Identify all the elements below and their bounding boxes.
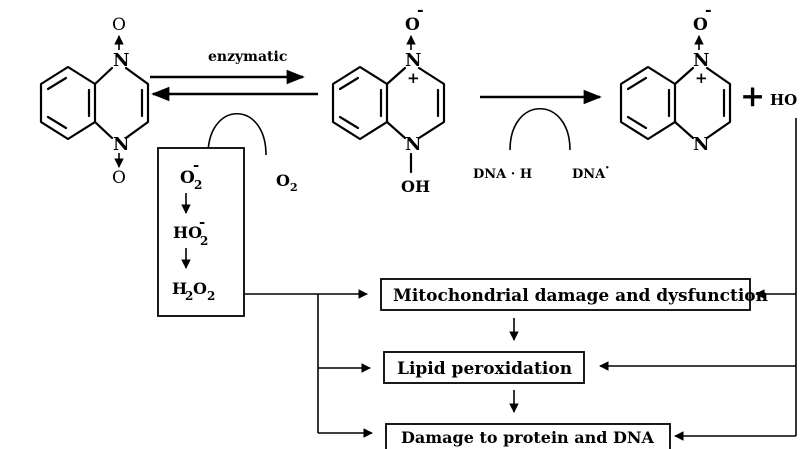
- dna-radical-label: DNA: [572, 167, 606, 182]
- oxygen-label: O: [112, 168, 126, 188]
- superoxide-label: O: [180, 168, 195, 188]
- nitrogen-label: N: [113, 134, 129, 155]
- molecule-quinoxaline-dioxide: N N O O: [39, 15, 150, 188]
- negative-charge: -: [705, 0, 712, 19]
- hydroperoxyl-charge: -: [199, 213, 205, 231]
- oxygen-label: O: [276, 171, 290, 190]
- peroxide-o: O: [193, 279, 207, 298]
- benzene-ring-2: [331, 65, 389, 141]
- lipid-peroxidation-label: Lipid peroxidation: [397, 359, 572, 379]
- superoxide-subscript: 2: [194, 178, 202, 192]
- nitrogen-label: N: [405, 134, 421, 155]
- double-bond: [338, 115, 360, 130]
- damage-cascade: Mitochondrial damage and dysfunction Lip…: [380, 278, 768, 449]
- dna-h-label: DNA · H: [473, 167, 532, 182]
- molecule-radical-intermediate: N + N O - OH: [331, 0, 446, 196]
- negative-charge: -: [417, 0, 424, 19]
- molecule-quinoxaline-monoxide: N + N O -: [619, 0, 732, 155]
- oxygen-subscript: 2: [290, 181, 298, 194]
- double-bond: [46, 115, 68, 130]
- positive-charge: +: [695, 69, 708, 87]
- oxygen-label: O: [112, 15, 126, 35]
- hydroxyl-radical-label: HO: [770, 91, 797, 109]
- mitochondrial-damage-label: Mitochondrial damage and dysfunction: [393, 286, 768, 306]
- nitrogen-label: N: [405, 50, 421, 71]
- protein-dna-damage-label: Damage to protein and DNA: [401, 428, 655, 447]
- superoxide-charge: -: [193, 156, 199, 174]
- oxygen-label: O: [693, 15, 708, 35]
- ros-box-frame: [157, 147, 245, 317]
- double-bond: [626, 115, 648, 130]
- peroxide-o-subscript: 2: [207, 289, 215, 303]
- hydroperoxyl-subscript: 2: [200, 234, 208, 248]
- hydroperoxyl-label: HO: [173, 223, 202, 242]
- hydroxyl-connectors: [599, 118, 797, 441]
- dna-hydrogen-abstraction-curve: [509, 107, 571, 151]
- protein-dna-damage-box: [385, 423, 671, 449]
- nitrogen-label: N: [693, 50, 709, 71]
- benzene-ring-3: [619, 65, 677, 141]
- pyrazine-ring-1: [93, 66, 150, 140]
- hydroxyl-label: OH: [401, 177, 430, 196]
- nitrogen-label: N: [693, 134, 709, 155]
- positive-charge: +: [407, 69, 420, 87]
- mitochondrial-damage-box: [380, 278, 751, 311]
- pyrazine-ring-2: [385, 66, 446, 140]
- reactive-oxygen-species-box: O 2 - HO 2 - H 2 O 2: [157, 147, 245, 317]
- oxygen-reduction-curve: [207, 113, 267, 156]
- double-bond: [46, 76, 68, 91]
- ros-connectors: [245, 289, 373, 438]
- peroxide-h-subscript: 2: [185, 289, 193, 303]
- equilibrium-arrows: enzymatic: [150, 49, 318, 102]
- enzymatic-label: enzymatic: [208, 49, 287, 65]
- lipid-peroxidation-box: [383, 351, 585, 384]
- oxygen-label: O: [405, 15, 420, 35]
- radical-dot: ·: [605, 161, 610, 176]
- double-bond: [338, 76, 360, 91]
- peroxide-h: H: [172, 279, 187, 298]
- nitrogen-label: N: [113, 50, 129, 71]
- pyrazine-ring-3: [673, 66, 732, 140]
- benzene-ring-1: [39, 65, 97, 141]
- double-bond: [626, 76, 648, 91]
- plus-sign: +: [740, 79, 765, 114]
